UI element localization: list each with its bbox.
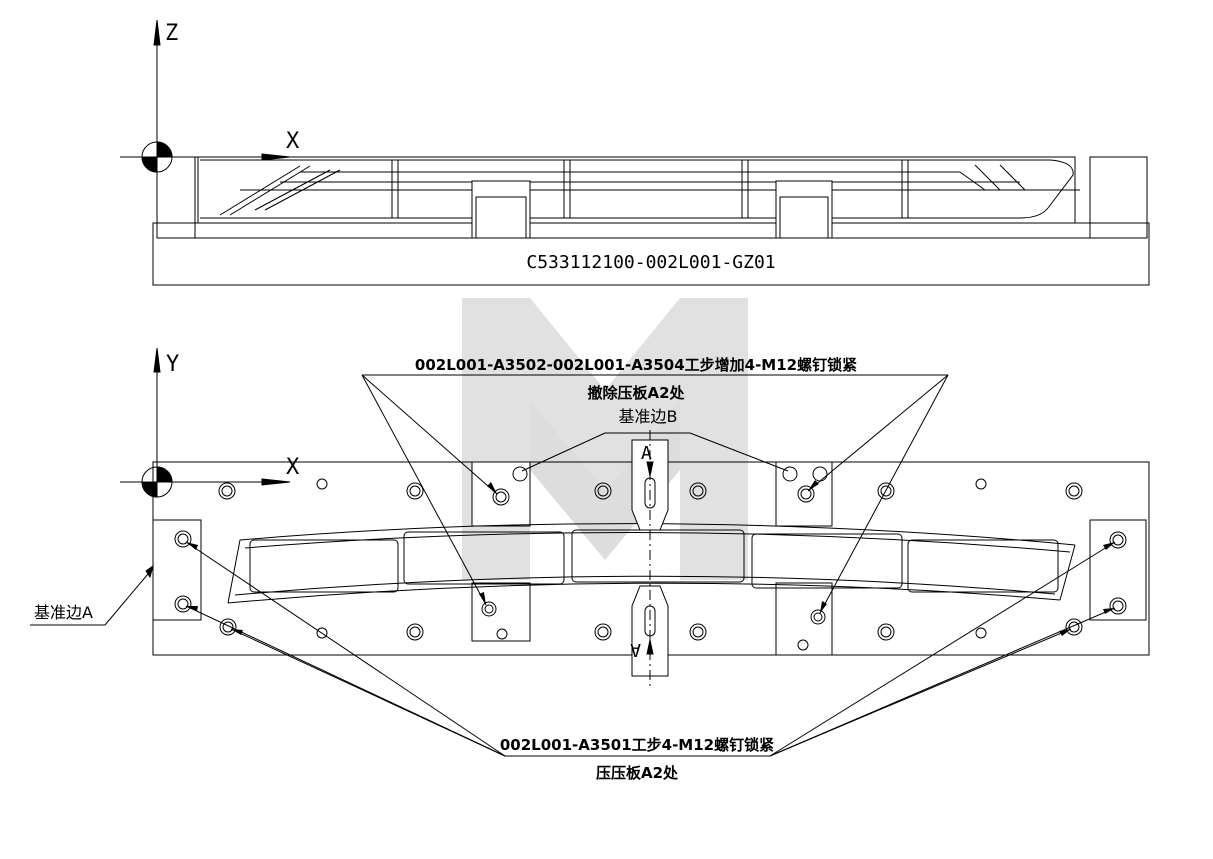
section-mark-bottom: A [630, 639, 641, 660]
hole-icon [1109, 597, 1127, 615]
hole-icon [1065, 618, 1083, 636]
hole-icon [877, 623, 895, 641]
y-axis-label: Y [166, 352, 179, 377]
hole-icon [797, 639, 809, 651]
y-axis-arrow-icon [153, 347, 161, 373]
hole-icon [174, 530, 192, 548]
hole-icon [496, 628, 508, 640]
hole-icon [481, 601, 497, 617]
hole-icon [810, 609, 826, 625]
hole-icon [594, 623, 612, 641]
front-x-axis-label: X [286, 129, 300, 154]
bottom-note-line2: 压压板A2处 [596, 764, 679, 782]
mounting-holes [174, 466, 1127, 651]
section-mark-top: A [641, 443, 652, 464]
hole-icon [689, 482, 707, 500]
drawing-code: C533112100-002L001-GZ01 [526, 252, 775, 273]
hole-icon [218, 482, 236, 500]
plan-x-axis-arrow-icon [261, 478, 291, 486]
plan-view [120, 347, 1150, 690]
hole-icon [492, 488, 510, 506]
hole-icon [689, 623, 707, 641]
hole-icon [1065, 482, 1083, 500]
hole-icon [797, 485, 815, 503]
plan-x-axis-label: X [286, 455, 300, 480]
hole-icon [594, 482, 612, 500]
hole-icon [316, 627, 328, 639]
datum-b-label: 基准边B [619, 407, 678, 426]
hole-icon [782, 466, 798, 482]
bottom-note-line1: 002L001-A3501工步4-M12螺钉锁紧 [500, 736, 774, 754]
hole-icon [975, 478, 987, 490]
hole-icon [877, 482, 895, 500]
front-view [120, 19, 1150, 286]
hole-icon [512, 466, 528, 482]
z-axis-label: Z [165, 21, 178, 46]
datum-a-label: 基准边A [34, 603, 93, 622]
hole-icon [975, 627, 987, 639]
top-note-line2: 撤除压板A2处 [587, 384, 685, 402]
z-axis-arrow-icon [153, 19, 161, 46]
top-note-line1: 002L001-A3502-002L001-A3504工步增加4-M12螺钉锁紧 [415, 356, 857, 374]
hole-icon [406, 623, 424, 641]
leader-lines [30, 374, 1116, 757]
leader-arrowheads [186, 480, 1115, 636]
hole-icon [406, 482, 424, 500]
hole-icon [316, 478, 328, 490]
hole-icon [219, 618, 237, 636]
hole-icon [174, 595, 192, 613]
hole-icon [1109, 531, 1127, 549]
